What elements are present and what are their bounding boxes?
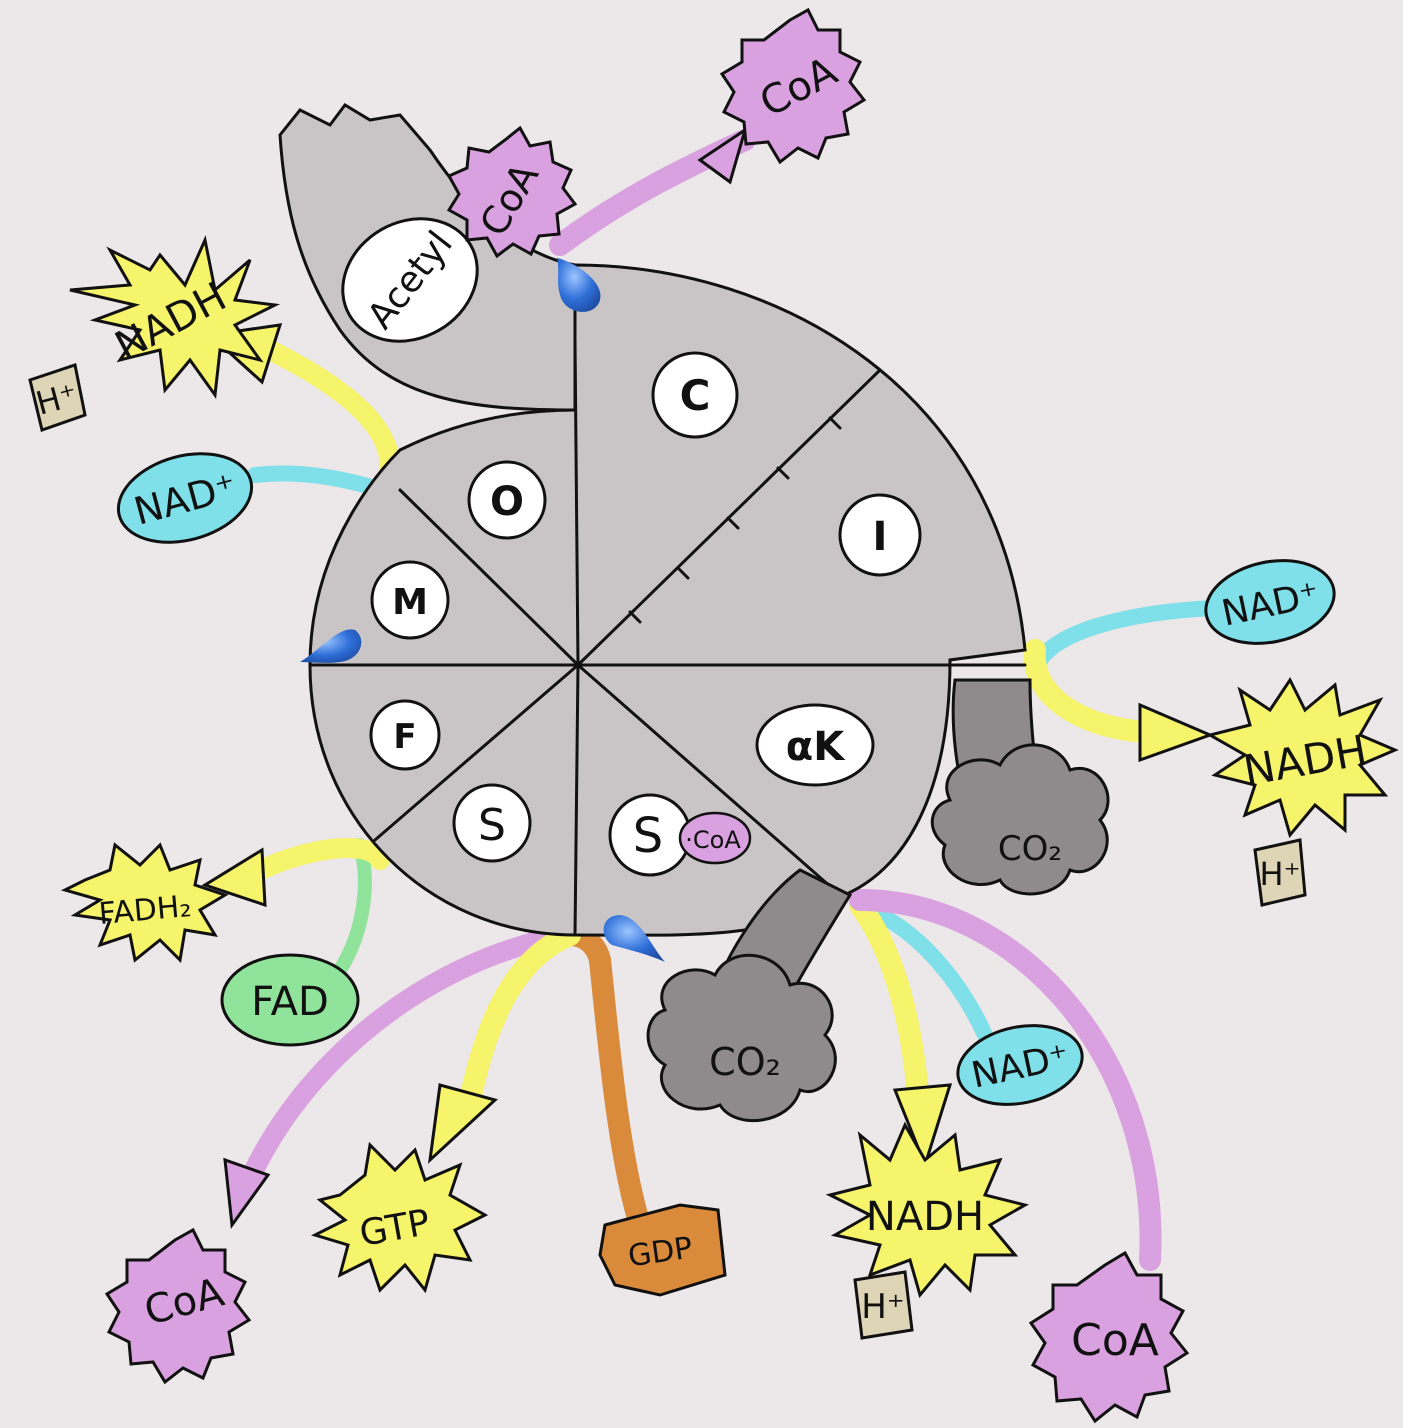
segment-m: M	[372, 562, 448, 638]
nad-right-cyan-flow	[1040, 608, 1215, 660]
nadh-right-arrowhead	[1140, 705, 1210, 760]
gdp-block: GDP	[600, 1205, 725, 1295]
gtp-burst: GTP	[315, 1145, 485, 1290]
nadh-bottom-label: NADH	[866, 1194, 984, 1240]
nad-plus-right: NAD⁺	[1198, 549, 1342, 654]
nadh-left-burst: NADH	[70, 240, 275, 395]
segment-s-label: S	[478, 800, 506, 851]
h-plus-left: H⁺	[30, 365, 85, 430]
segment-i-label: I	[873, 514, 888, 560]
co2-bottom-label: CO₂	[709, 1040, 781, 1084]
segment-scoa-tag: ·CoA	[685, 826, 741, 854]
segment-c: C	[653, 353, 737, 437]
fad-label: FAD	[251, 979, 329, 1025]
gdp-orange-flow	[570, 935, 640, 1225]
segment-scoa-label: S	[633, 808, 663, 864]
fad: FAD	[222, 955, 358, 1045]
segment-f-label: F	[393, 717, 416, 757]
nadh-right-yellow-arrow	[1035, 650, 1150, 732]
segment-f: F	[371, 701, 439, 769]
coa-bottom-left-gear: CoA	[107, 1230, 249, 1382]
coa-release-arrowhead	[700, 130, 745, 182]
fad-green-flow	[340, 845, 365, 970]
fadh2-burst: FADH₂	[65, 845, 225, 960]
h-plus-right: H⁺	[1255, 840, 1305, 905]
segment-s: S	[454, 785, 530, 861]
nad-plus-left: NAD⁺	[108, 440, 261, 556]
segment-m-label: M	[392, 582, 428, 623]
coa-bottom-right-label: CoA	[1071, 1315, 1159, 1366]
segment-ak-label: αK	[786, 724, 846, 770]
segment-o: O	[469, 462, 545, 538]
segment-ak: αK	[757, 705, 873, 785]
segment-c-label: C	[680, 371, 711, 420]
nad-left-cyan-flow	[255, 473, 375, 488]
nad-plus-bottom: NAD⁺	[950, 1015, 1089, 1116]
segment-o-label: O	[490, 479, 524, 525]
gtp-arrowhead	[430, 1085, 495, 1160]
h-plus-right-label: H⁺	[1260, 855, 1301, 893]
segment-i: I	[840, 495, 920, 575]
h-plus-bottom-label: H⁺	[861, 1287, 905, 1327]
co2-right-label: CO₂	[998, 829, 1062, 869]
co2-right-cloud: CO₂	[932, 745, 1108, 894]
h-plus-bottom: H⁺	[855, 1272, 912, 1338]
co2-bottom-cloud: CO₂	[648, 955, 835, 1120]
coa-bottom-right-gear: CoA	[1031, 1253, 1187, 1421]
nadh-right-burst: NADH	[1210, 680, 1395, 835]
